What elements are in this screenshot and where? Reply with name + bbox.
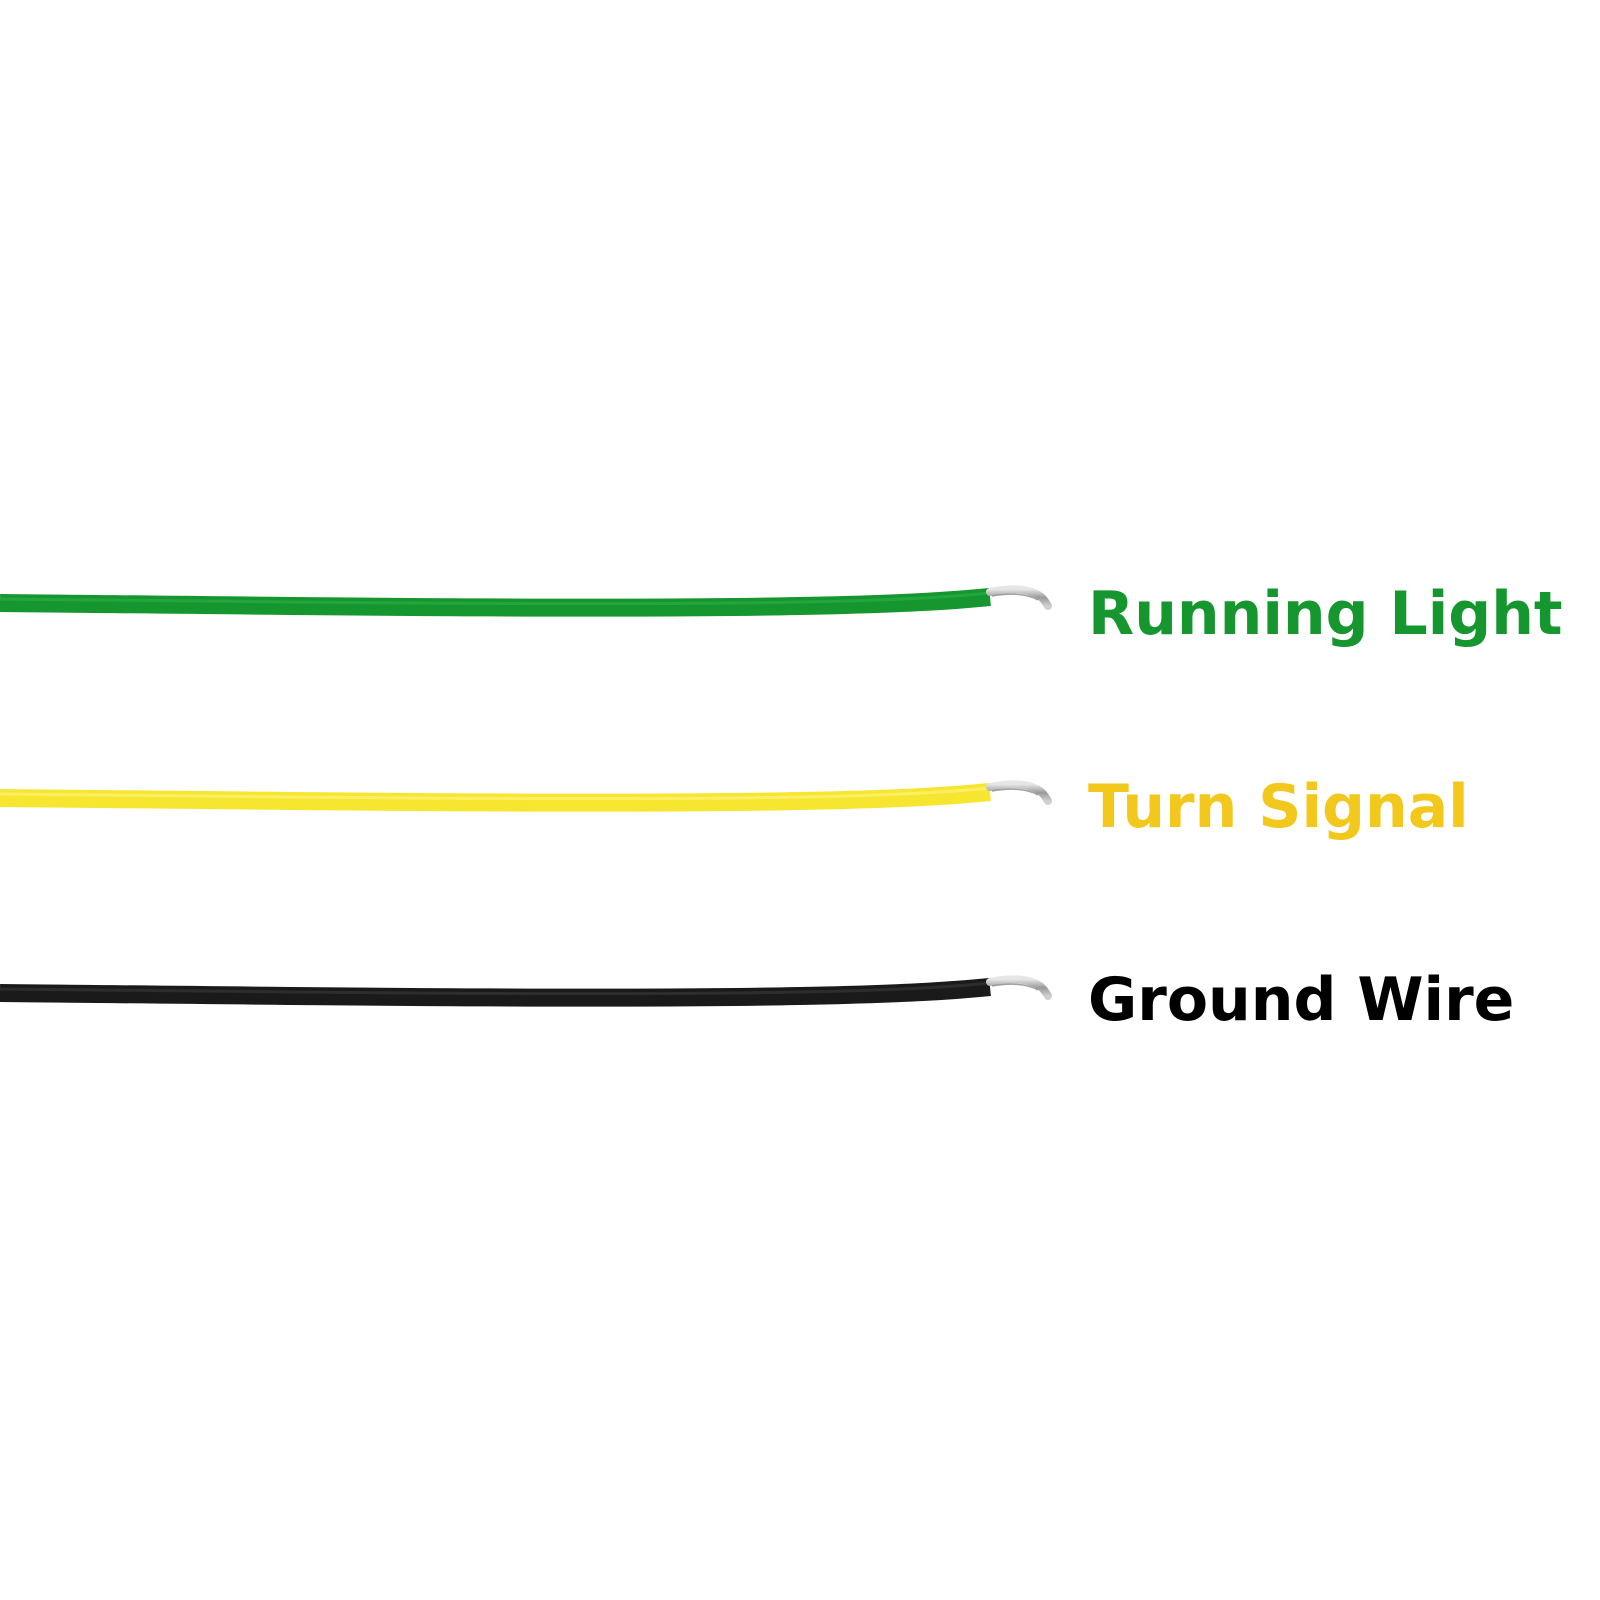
ground-wire-strand-icon — [986, 975, 1052, 1000]
turn-signal-label: Turn Signal — [1088, 772, 1469, 842]
running-light-insulation-highlight — [0, 591, 991, 606]
ground-wire-label: Ground Wire — [1088, 965, 1515, 1035]
running-light-strand-icon — [986, 585, 1052, 610]
ground-wire-insulation — [0, 978, 991, 1007]
running-light-label: Running Light — [1088, 579, 1563, 649]
turn-signal-strand-icon — [986, 780, 1052, 805]
turn-signal-wire — [0, 780, 1052, 812]
turn-signal-insulation — [0, 783, 991, 812]
turn-signal-insulation-highlight — [0, 786, 991, 801]
ground-wire — [0, 975, 1052, 1007]
ground-wire-insulation-highlight — [0, 981, 991, 996]
running-light-wire — [0, 585, 1052, 617]
running-light-insulation — [0, 588, 991, 617]
